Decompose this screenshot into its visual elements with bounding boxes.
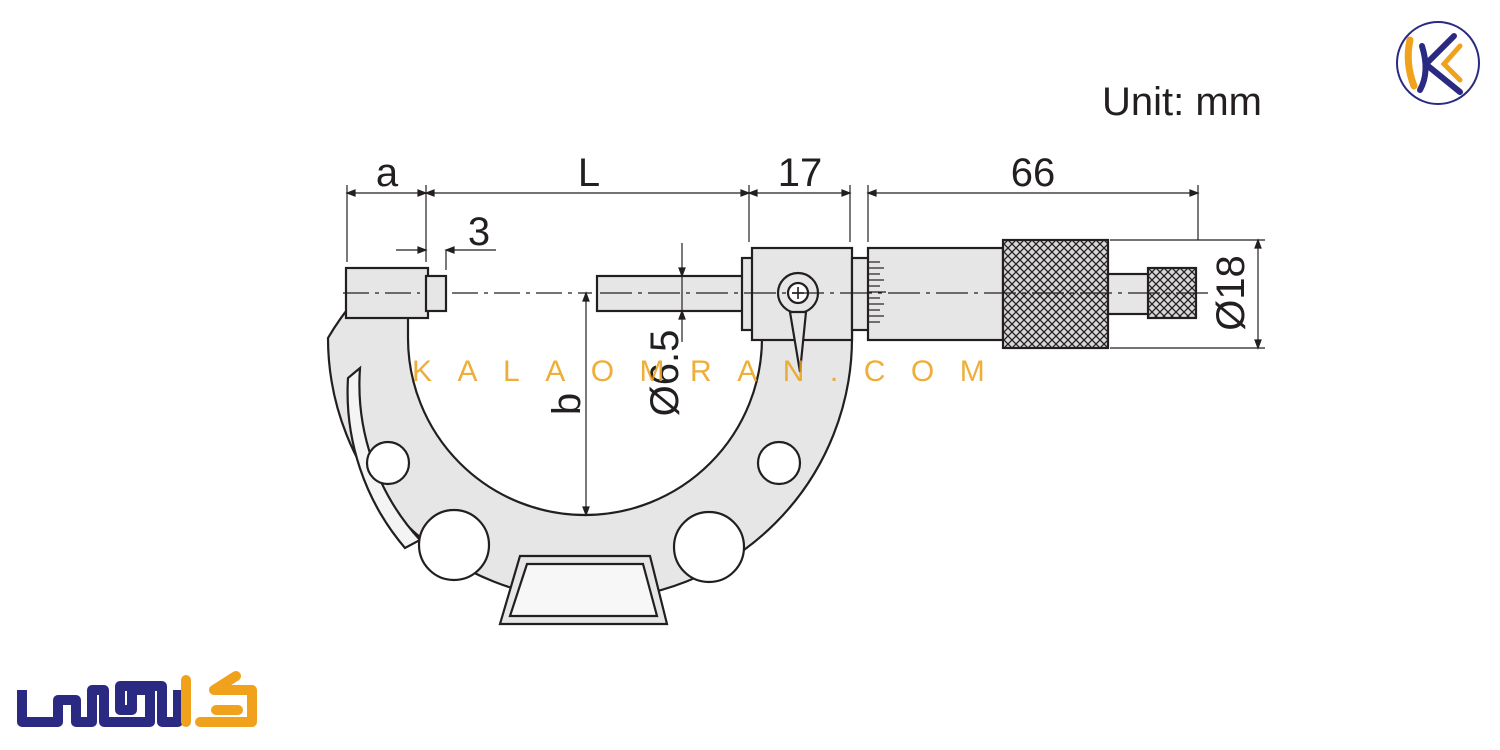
emblem-chevron — [1440, 43, 1463, 83]
frame-hole — [365, 440, 411, 486]
brand-emblem — [1396, 21, 1480, 105]
emblem-stroke-blue — [1417, 33, 1463, 95]
dimension-label-l: L — [578, 151, 600, 195]
knurled-grip — [1001, 238, 1110, 350]
ratchet-neck — [1106, 272, 1152, 316]
dimension-label-thimble-diameter: Ø18 — [1209, 255, 1253, 331]
frame-hole — [417, 508, 491, 582]
dimension-lines — [345, 185, 1265, 517]
dimension-label-spindle-diameter: Ø6.5 — [643, 330, 687, 417]
frame-hole — [672, 510, 746, 584]
dimension-label-3: 3 — [468, 210, 490, 254]
frame-inner-window — [346, 365, 422, 550]
frame-plate-inner — [508, 562, 659, 618]
lock-lever — [788, 310, 808, 373]
logo-stroke-orange — [181, 671, 257, 727]
dimension-label-b: b — [545, 393, 589, 415]
anvil-tip — [424, 274, 448, 313]
brand-logo — [17, 671, 257, 727]
dimension-label-a: a — [376, 151, 399, 195]
micrometer-frame — [326, 266, 854, 626]
thimble — [866, 246, 1005, 342]
emblem-stroke-orange — [1404, 36, 1418, 90]
unit-label: Unit: mm — [1102, 80, 1262, 124]
dimension-label-66: 66 — [1011, 151, 1056, 195]
thimble-scale-marks — [868, 261, 886, 323]
logo-stroke-blue — [17, 681, 183, 727]
frame-hole — [756, 440, 802, 486]
dimension-label-17: 17 — [778, 151, 823, 195]
